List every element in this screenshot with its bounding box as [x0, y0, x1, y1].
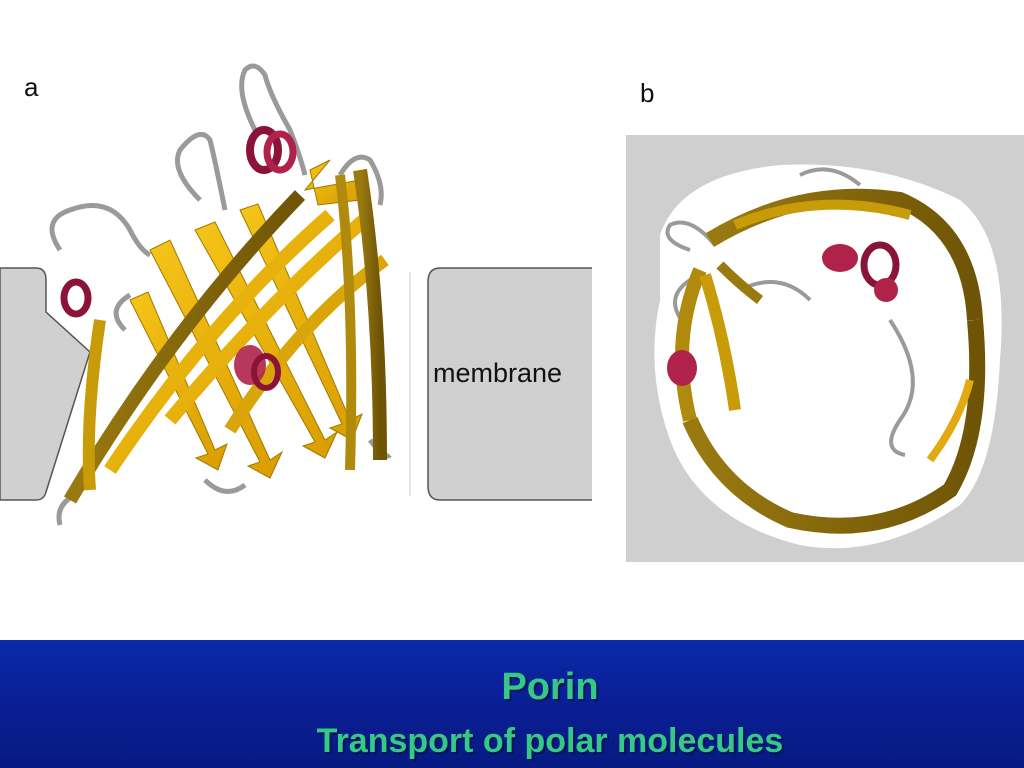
loop — [337, 154, 384, 206]
beta-strand — [699, 273, 741, 411]
beta-strand — [104, 209, 335, 474]
alpha-helix — [60, 278, 92, 318]
loop — [888, 318, 915, 457]
membrane-left-block — [0, 267, 91, 501]
panel-b-label: b — [640, 78, 655, 108]
beta-strand — [63, 190, 306, 504]
alpha-helix — [246, 126, 297, 174]
alpha-helix — [822, 241, 900, 302]
loop — [665, 220, 717, 252]
loop — [203, 478, 247, 494]
beta-strand — [335, 174, 357, 471]
loop — [113, 292, 132, 332]
loop — [799, 167, 862, 187]
beta-strand — [682, 319, 986, 534]
loop — [175, 131, 228, 211]
barrel-side-view — [49, 63, 392, 526]
slide-title: Porin — [501, 666, 599, 708]
beta-strand — [303, 159, 361, 206]
membrane-label: membrane — [433, 358, 563, 388]
barrel-top-view — [665, 167, 986, 534]
beta-strand — [82, 319, 106, 491]
beta-strand — [716, 261, 764, 304]
beta-strand — [733, 199, 912, 230]
beta-strand — [926, 379, 974, 463]
porin-figure — [0, 63, 1024, 562]
loop — [49, 203, 152, 258]
barrel-top-halo — [654, 164, 1002, 549]
slide-subtitle: Transport of polar molecules — [316, 722, 784, 760]
membrane-right-block — [427, 267, 592, 501]
alpha-helix — [667, 350, 697, 386]
panel-a-label: a — [24, 72, 39, 102]
beta-strand — [675, 267, 707, 422]
alpha-helix — [234, 345, 281, 391]
beta-strand — [353, 168, 387, 461]
beta-strand — [224, 254, 389, 434]
footer-banner: Porin Transport of polar molecules — [0, 640, 1024, 768]
